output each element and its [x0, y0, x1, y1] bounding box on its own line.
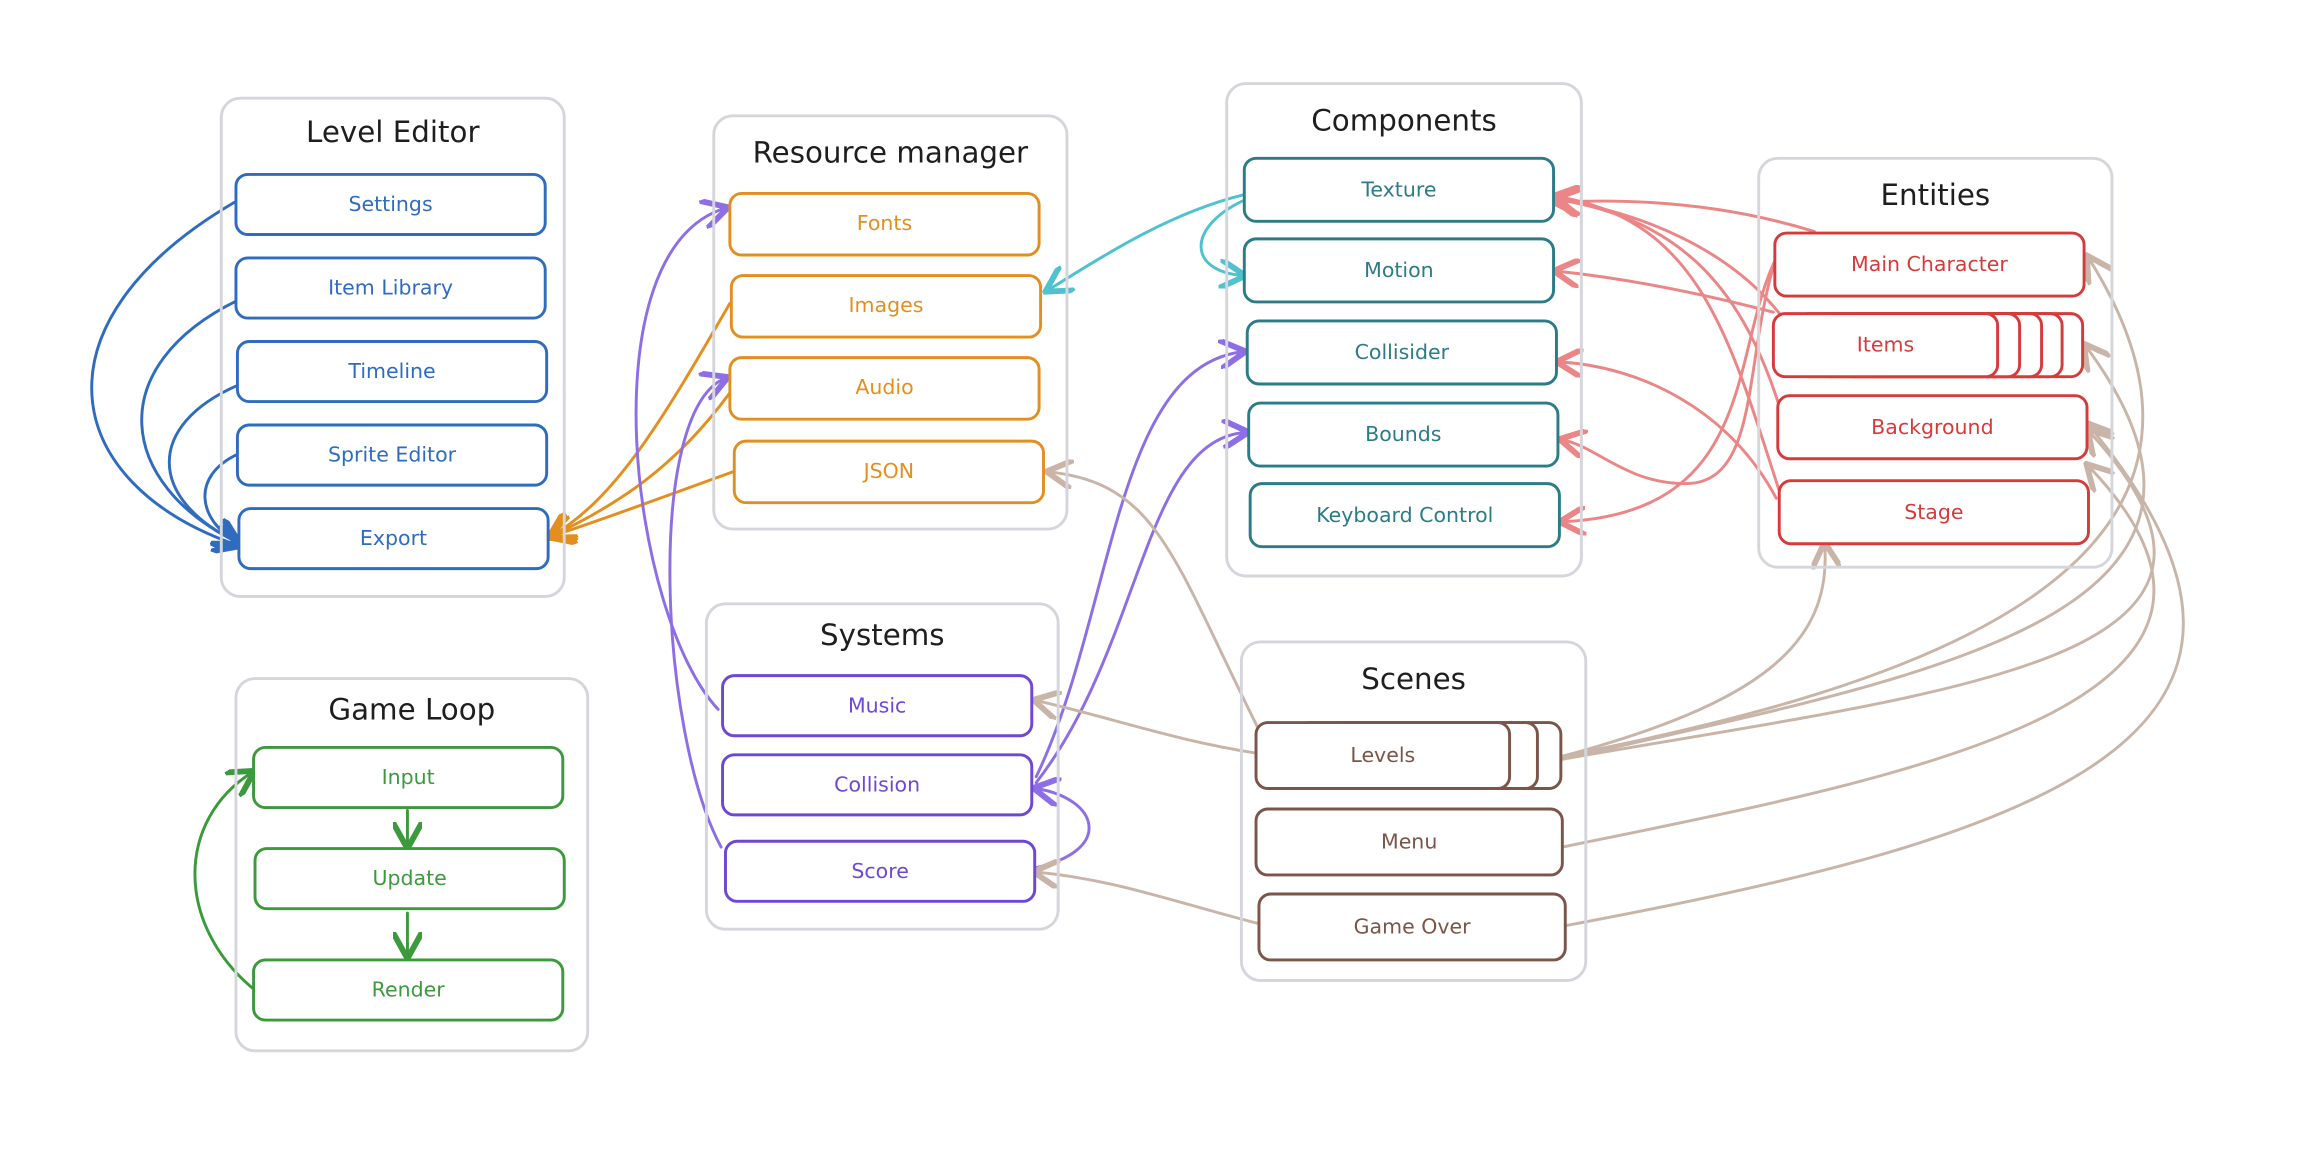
node-json[interactable]: JSON — [732, 439, 1045, 505]
edge-levels-music — [1036, 701, 1259, 755]
group-title: Components — [1311, 102, 1497, 138]
node-input[interactable]: Input — [252, 745, 565, 810]
group-scenes: Scenes — [1239, 640, 1588, 982]
node-game-over[interactable]: Game Over — [1257, 892, 1567, 962]
group-resource-manager: Resource manager — [712, 114, 1069, 531]
edge-items-motion — [1556, 271, 1775, 314]
node-motion[interactable]: Motion — [1242, 237, 1556, 304]
node-score[interactable]: Score — [724, 839, 1037, 903]
node-levels[interactable]: Levels — [1254, 721, 1512, 790]
node-item-library[interactable]: Item Library — [234, 256, 547, 320]
node-settings[interactable]: Settings — [234, 172, 547, 236]
node-export[interactable]: Export — [237, 507, 550, 571]
node-collision[interactable]: Collision — [721, 753, 1034, 817]
node-fonts[interactable]: Fonts — [728, 191, 1041, 257]
edge-images-export — [551, 301, 732, 536]
group-level-editor: Level Editor — [219, 96, 566, 598]
node-main-character[interactable]: Main Character — [1773, 231, 2086, 298]
node-bounds[interactable]: Bounds — [1247, 401, 1560, 468]
node-menu[interactable]: Menu — [1254, 807, 1564, 877]
node-stage[interactable]: Stage — [1777, 479, 2090, 546]
node-background[interactable]: Background — [1776, 394, 2089, 461]
edge-audio-export — [551, 391, 732, 537]
node-texture[interactable]: Texture — [1242, 156, 1556, 223]
edge-texture-images — [1048, 193, 1245, 290]
group-game-loop: Game Loop — [234, 677, 590, 1053]
group-components: Components — [1225, 82, 1583, 578]
node-music[interactable]: Music — [721, 674, 1034, 738]
group-title: Resource manager — [752, 134, 1029, 171]
edge-levels-stage — [1560, 545, 1825, 758]
node-timeline[interactable]: Timeline — [235, 340, 549, 404]
node-images[interactable]: Images — [729, 274, 1043, 339]
edge-background-texture — [1556, 199, 1783, 412]
group-title: Systems — [820, 617, 945, 653]
edge-items-texture — [1556, 199, 1783, 317]
node-keyboard-control[interactable]: Keyboard Control — [1248, 482, 1561, 549]
group-entities: Entities — [1757, 156, 2114, 569]
edge-settings-export — [90, 200, 238, 545]
node-sprite-editor[interactable]: Sprite Editor — [235, 423, 549, 487]
node-update[interactable]: Update — [253, 847, 566, 911]
group-title: Game Loop — [328, 691, 496, 727]
group-title: Entities — [1880, 177, 1991, 213]
node-audio[interactable]: Audio — [728, 356, 1041, 421]
edge-stage-texture — [1556, 196, 1783, 497]
group-systems: Systems — [704, 602, 1060, 931]
group-title: Level Editor — [306, 114, 480, 150]
edge-background-bounds — [1562, 265, 1775, 486]
edge-gameover-score — [1036, 872, 1259, 925]
node-render[interactable]: Render — [252, 958, 565, 1022]
node-collisider[interactable]: Collisider — [1245, 319, 1558, 386]
edge-stage-collisider — [1559, 362, 1778, 500]
group-title: Scenes — [1361, 660, 1466, 697]
node-items[interactable]: Items — [1771, 312, 2000, 379]
edge-json-export — [551, 470, 735, 536]
edge-maincharacter-keyboard — [1562, 256, 1778, 522]
